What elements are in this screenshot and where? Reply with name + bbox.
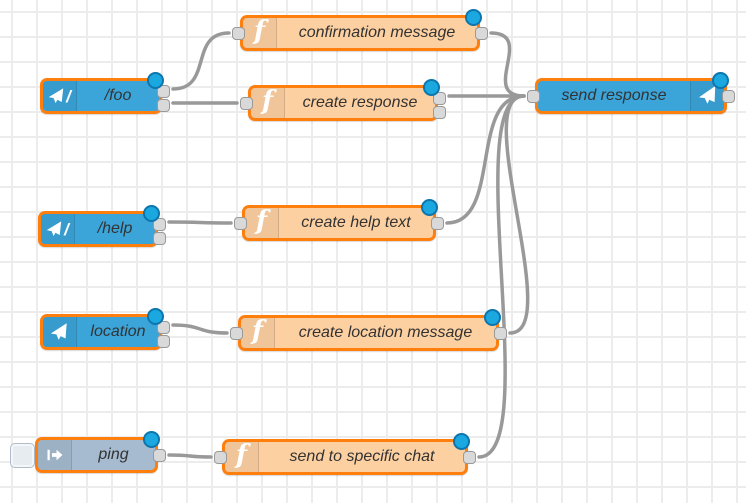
function-f-icon: f	[245, 208, 279, 238]
node-label: create help text	[301, 214, 411, 231]
input-port[interactable]	[214, 450, 227, 464]
node-send-to-specific-chat[interactable]: f send to specific chat	[214, 433, 476, 475]
wire-ping-to-send-chat[interactable]	[167, 453, 213, 459]
input-port[interactable]	[234, 216, 247, 230]
output-port-1[interactable]	[475, 26, 488, 40]
node-label: /help	[97, 220, 133, 237]
node-foo[interactable]: / /foo	[40, 72, 170, 114]
output-port-1[interactable]	[157, 321, 170, 334]
output-port-1[interactable]	[431, 216, 444, 230]
changed-indicator-dot	[147, 72, 164, 89]
node-label: send to specific chat	[289, 448, 435, 465]
output-port-1[interactable]	[153, 218, 166, 231]
wire-location-to-create-location[interactable]	[171, 323, 229, 335]
output-port-2[interactable]	[157, 335, 170, 348]
node-create-help-text[interactable]: f create help text	[234, 199, 444, 241]
output-port-1[interactable]	[153, 448, 166, 462]
changed-indicator-dot	[712, 72, 729, 89]
node-create-location-message[interactable]: f create location message	[230, 309, 507, 351]
wire-help-to-create-help[interactable]	[167, 220, 233, 225]
changed-indicator-dot	[453, 433, 470, 450]
paper-plane-slash-icon: /	[43, 81, 77, 111]
output-port-1[interactable]	[463, 450, 476, 464]
input-port[interactable]	[240, 96, 253, 110]
changed-indicator-dot	[484, 309, 501, 326]
output-port-1[interactable]	[494, 326, 507, 340]
node-label: /foo	[104, 87, 132, 104]
node-location[interactable]: location	[40, 308, 170, 350]
output-port-2[interactable]	[153, 232, 166, 245]
input-port[interactable]	[527, 89, 540, 103]
function-f-icon: f	[225, 442, 259, 472]
node-confirmation-message[interactable]: f confirmation message	[232, 9, 488, 51]
paper-plane-slash-icon: /	[41, 214, 75, 244]
function-f-icon: f	[241, 318, 275, 348]
wire-foo-to-confirmation[interactable]	[171, 31, 231, 91]
wire-confirmation-to-send-response[interactable]	[489, 31, 526, 98]
output-port-2[interactable]	[433, 106, 446, 119]
changed-indicator-dot	[465, 9, 482, 26]
node-label: send response	[561, 87, 667, 104]
node-label: create response	[302, 94, 418, 111]
node-create-response[interactable]: f create response	[240, 79, 446, 121]
node-label: confirmation message	[298, 24, 456, 41]
node-label: location	[90, 323, 146, 340]
function-f-icon: f	[251, 88, 285, 118]
node-label: create location message	[298, 324, 473, 341]
output-port-1[interactable]	[157, 85, 170, 98]
function-f-icon: f	[243, 18, 277, 48]
changed-indicator-dot	[147, 308, 164, 325]
paper-plane-icon	[43, 317, 77, 347]
changed-indicator-dot	[423, 79, 440, 96]
output-port-1[interactable]	[433, 92, 446, 105]
changed-indicator-dot	[143, 431, 160, 448]
input-port[interactable]	[230, 326, 243, 340]
node-ping[interactable]: ping	[35, 431, 166, 473]
arrow-in-icon	[38, 440, 72, 470]
inject-button[interactable]	[10, 443, 35, 468]
changed-indicator-dot	[421, 199, 438, 216]
output-port-2[interactable]	[157, 99, 170, 112]
changed-indicator-dot	[143, 205, 160, 222]
wire-create-location-to-send-response[interactable]	[504, 94, 530, 335]
node-send-response[interactable]: send response	[527, 72, 735, 114]
node-help[interactable]: / /help	[38, 205, 166, 247]
wire-send-chat-to-send-response[interactable]	[477, 94, 526, 459]
output-port-1[interactable]	[722, 89, 735, 103]
node-label: ping	[98, 446, 129, 463]
input-port[interactable]	[232, 26, 245, 40]
wire-create-help-to-send-response[interactable]	[445, 94, 526, 225]
